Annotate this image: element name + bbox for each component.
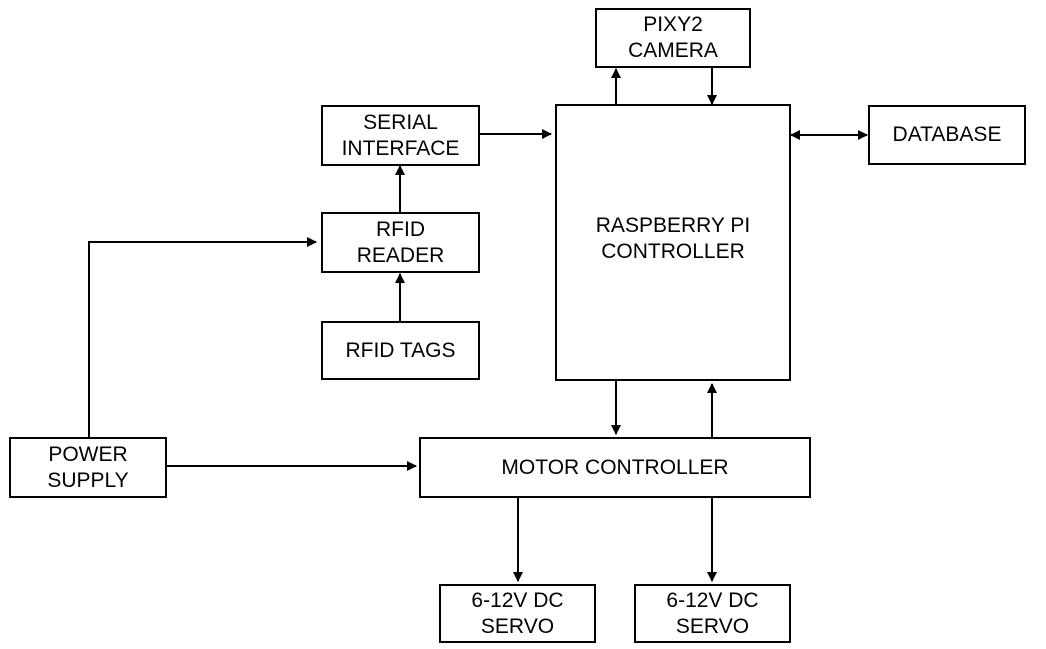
arrow-power-to-reader — [88, 237, 317, 438]
servo-right-label: 6-12V DC SERVO — [666, 588, 759, 638]
raspberry-pi-controller-block: RASPBERRY PI CONTROLLER — [555, 104, 791, 381]
power-supply-block: POWER SUPPLY — [9, 437, 167, 498]
serial-interface-block: SERIAL INTERFACE — [321, 105, 480, 166]
rfid-tags-label: RFID TAGS — [345, 338, 456, 362]
serial-interface-label: SERIAL INTERFACE — [341, 110, 460, 160]
motor-controller-label: MOTOR CONTROLLER — [501, 455, 729, 479]
pixy2-camera-label: PIXY2 CAMERA — [628, 13, 718, 62]
rfid-reader-label: RFID READER — [356, 217, 445, 267]
rfid-reader-block: RFID READER — [321, 212, 480, 273]
rfid-tags-block: RFID TAGS — [321, 321, 480, 380]
database-label: DATABASE — [892, 123, 1002, 146]
servo-left-block: 6-12V DC SERVO — [439, 584, 596, 643]
servo-right-block: 6-12V DC SERVO — [634, 584, 791, 643]
power-supply-label: POWER SUPPLY — [47, 442, 129, 492]
motor-controller-block: MOTOR CONTROLLER — [419, 437, 811, 498]
raspberry-pi-controller-label: RASPBERRY PI CONTROLLER — [595, 214, 751, 263]
database-block: DATABASE — [868, 105, 1026, 165]
servo-left-label: 6-12V DC SERVO — [471, 588, 564, 638]
pixy2-camera-block: PIXY2 CAMERA — [595, 8, 751, 68]
